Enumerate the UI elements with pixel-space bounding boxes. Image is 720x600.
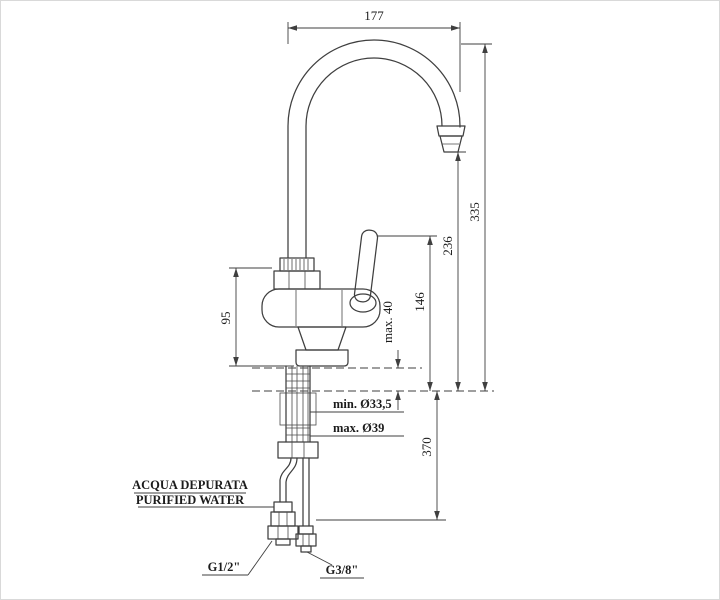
faucet-body xyxy=(261,257,381,367)
dim-spout-reach: 177 xyxy=(287,8,461,92)
faucet-handle xyxy=(349,229,379,313)
dim-hole-min-label: min. Ø33,5 xyxy=(333,397,392,411)
g38-thread-label: G3/8" xyxy=(326,563,359,577)
dim-146-label: 146 xyxy=(412,292,427,312)
acqua-depurata-label: ACQUA DEPURATA xyxy=(132,478,248,492)
dim-spout-height: 236 xyxy=(440,151,466,391)
spout-nozzle xyxy=(436,125,466,137)
g38-callout: G3/8" xyxy=(306,551,364,579)
mounting-shank xyxy=(277,365,319,459)
horseshoe-washer xyxy=(279,392,317,426)
mounting-nut xyxy=(277,441,319,459)
g12-callout: G1/2" xyxy=(202,540,273,576)
dim-total-height: 335 xyxy=(461,43,492,391)
dim-hole-max-label: max. Ø39 xyxy=(333,421,384,435)
purified-water-label: PURIFIED WATER xyxy=(136,493,245,507)
dim-hose-length: 370 xyxy=(316,391,446,521)
base-flange xyxy=(295,349,349,367)
dim-deck-thickness: max. 40 xyxy=(380,301,401,410)
dim-95-label: 95 xyxy=(218,312,233,325)
purified-water-callout: ACQUA DEPURATA PURIFIED WATER xyxy=(132,478,274,508)
supply-hoses xyxy=(267,457,317,553)
dim-body-height: 95 xyxy=(218,267,294,367)
g12-thread-label: G1/2" xyxy=(208,560,241,574)
lever xyxy=(353,229,379,303)
faucet-spout xyxy=(287,39,466,259)
dim-370-label: 370 xyxy=(419,437,434,457)
dim-max40-label: max. 40 xyxy=(380,301,395,343)
dim-177-label: 177 xyxy=(364,8,384,23)
dim-hole-diameter: min. Ø33,5 max. Ø39 xyxy=(310,397,404,437)
dim-236-label: 236 xyxy=(440,236,455,256)
dim-335-label: 335 xyxy=(467,202,482,222)
dim-handle-height: 146 xyxy=(378,235,437,391)
